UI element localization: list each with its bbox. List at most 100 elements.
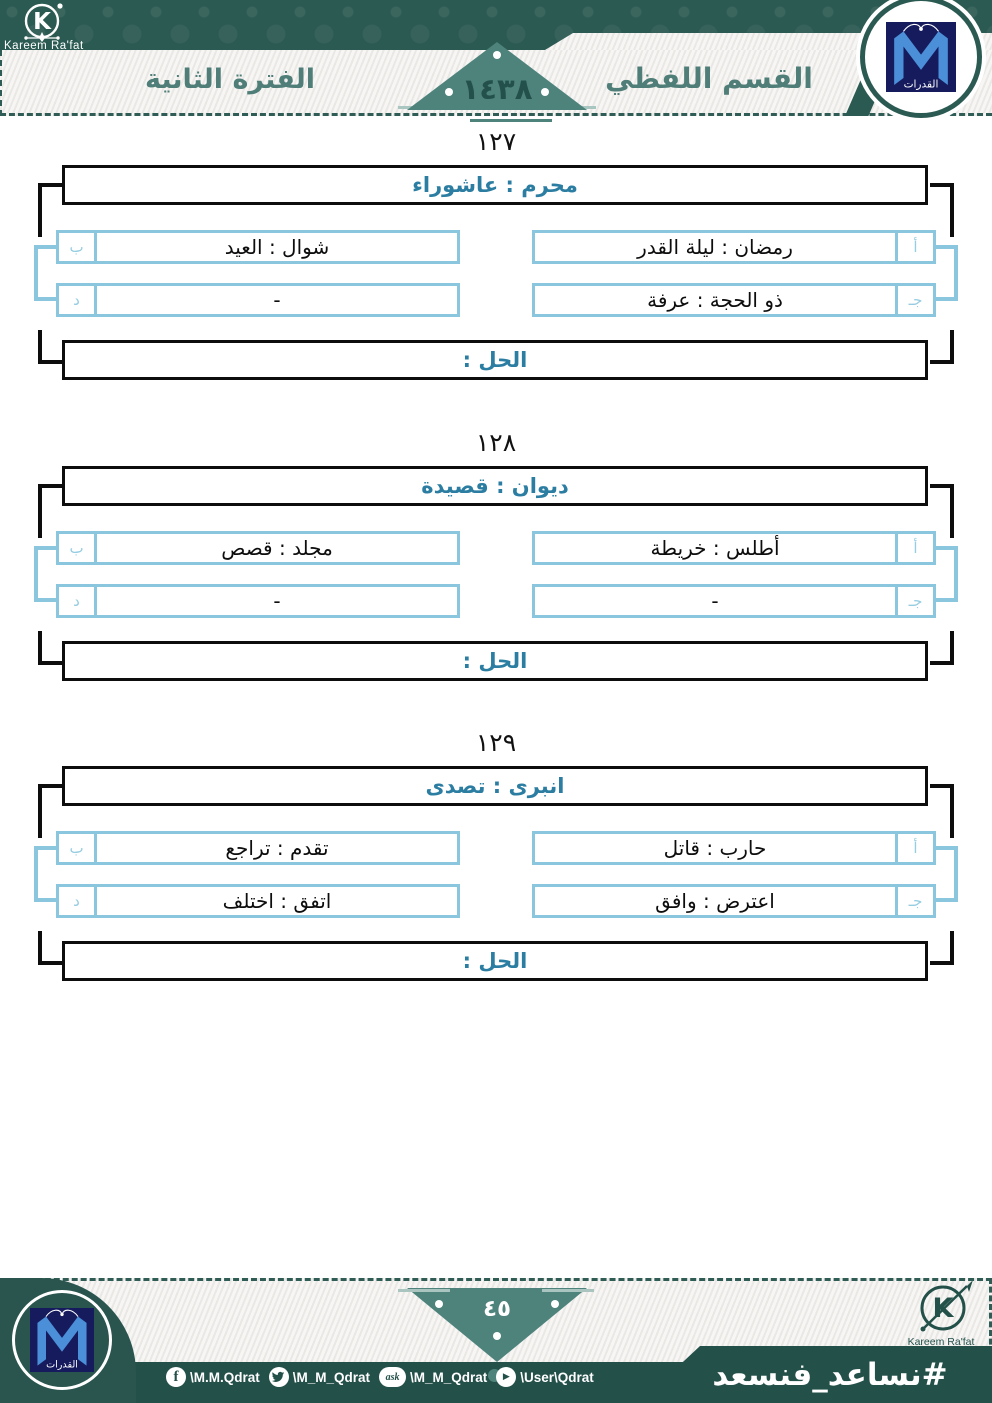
facebook-handle: \M.M.Qdrat: [190, 1369, 260, 1385]
question-block-127: ١٢٧ محرم : عاشوراء رمضان : ليلة القدر أ …: [0, 127, 992, 387]
solution-box[interactable]: الحل :: [62, 641, 928, 681]
brand-name: Kareem Ra'fat: [4, 40, 84, 52]
option-d[interactable]: د -: [56, 584, 460, 618]
option-d[interactable]: د اتفق : اختلف: [56, 884, 460, 918]
logo-caption: القدرات: [904, 78, 939, 90]
options-bracket-left: [34, 846, 56, 902]
options-bracket-right: [936, 546, 958, 602]
question-title-box: ديوان : قصيدة: [62, 466, 928, 506]
options-bracket-left: [34, 245, 56, 301]
connector-line: [38, 330, 62, 364]
option-b-text: مجلد : قصص: [221, 536, 333, 560]
solution-box[interactable]: الحل :: [62, 340, 928, 380]
option-c-text: ذو الحجة : عرفة: [647, 288, 783, 312]
youtube-icon: ▶: [496, 1367, 517, 1387]
option-b-letter: ب: [59, 233, 97, 261]
connector-line: [930, 931, 954, 965]
connector-line: [930, 330, 954, 364]
option-d-text: -: [273, 589, 281, 613]
triangle-dot: [445, 88, 453, 96]
question-title: ديوان : قصيدة: [421, 474, 569, 498]
option-a-text: رمضان : ليلة القدر: [637, 235, 793, 259]
option-b[interactable]: ب تقدم : تراجع: [56, 831, 460, 865]
facebook-icon: f: [166, 1367, 186, 1387]
book-m-icon: القدرات: [30, 1308, 94, 1372]
ask-link[interactable]: ask \M_M_Qdrat: [379, 1367, 487, 1387]
triangle-dot: [551, 1300, 559, 1308]
social-links: f \M.M.Qdrat \M_M_Qdrat ask \M_M_Qdrat ▶…: [166, 1367, 594, 1387]
question-title: انبرى : تصدى: [425, 774, 565, 798]
page-number: ٤٥: [482, 1296, 512, 1322]
option-a-letter: أ: [895, 834, 933, 862]
question-title-box: محرم : عاشوراء: [62, 165, 928, 205]
connector-line: [38, 631, 62, 665]
option-c-text: اعترض : وافق: [655, 889, 775, 913]
option-a-text: حارب : قاتل: [663, 836, 767, 860]
logo-caption: القدرات: [46, 1360, 78, 1371]
triangle-underline: [470, 119, 552, 122]
ask-icon: ask: [379, 1367, 407, 1387]
triangle-dot: [541, 88, 549, 96]
option-a-text: أطلس : خريطة: [650, 536, 780, 560]
solution-label: الحل :: [462, 348, 528, 372]
solution-label: الحل :: [462, 949, 528, 973]
connector-line: [38, 484, 62, 538]
option-d-text: اتفق : اختلف: [222, 889, 332, 913]
qudrat-logo: القدرات: [860, 0, 982, 118]
connector-line: [930, 183, 954, 237]
option-c[interactable]: ذو الحجة : عرفة جـ: [532, 283, 936, 317]
book-m-icon: القدرات: [886, 22, 956, 92]
option-d-letter: د: [59, 887, 97, 915]
connector-line: [930, 484, 954, 538]
option-c-letter: جـ: [895, 887, 933, 915]
triangle-dot: [493, 1332, 501, 1340]
option-b-letter: ب: [59, 534, 97, 562]
option-d[interactable]: د -: [56, 283, 460, 317]
option-b[interactable]: ب شوال : العيد: [56, 230, 460, 264]
youtube-link[interactable]: ▶ \User\Qdrat: [496, 1367, 594, 1387]
option-b-letter: ب: [59, 834, 97, 862]
connector-line: [38, 784, 62, 838]
question-number: ١٢٩: [475, 728, 517, 757]
question-block-128: ١٢٨ ديوان : قصيدة أطلس : خريطة أ ب مجلد …: [0, 428, 992, 688]
connector-line: [930, 631, 954, 665]
ask-handle: \M_M_Qdrat: [410, 1369, 488, 1385]
option-b[interactable]: ب مجلد : قصص: [56, 531, 460, 565]
kareem-logo-icon: K: [24, 3, 63, 42]
triangle-side-line: [398, 1289, 450, 1292]
twitter-link[interactable]: \M_M_Qdrat: [268, 1367, 371, 1387]
options-bracket-left: [34, 546, 56, 602]
connector-line: [38, 931, 62, 965]
youtube-handle: \User\Qdrat: [520, 1369, 594, 1385]
option-c-letter: جـ: [895, 286, 933, 314]
question-number: ١٢٨: [475, 428, 517, 457]
question-block-129: ١٢٩ انبرى : تصدى حارب : قاتل أ ب تقدم : …: [0, 728, 992, 988]
connector-line: [38, 183, 62, 237]
solution-label: الحل :: [462, 649, 528, 673]
qudrat-logo-footer: القدرات: [12, 1290, 112, 1390]
period-title: الفترة الثانية: [144, 64, 316, 95]
twitter-handle: \M_M_Qdrat: [292, 1369, 371, 1385]
question-title-box: انبرى : تصدى: [62, 766, 928, 806]
option-a[interactable]: حارب : قاتل أ: [532, 831, 936, 865]
kareem-logo-footer-icon: K: [920, 1281, 973, 1332]
option-a[interactable]: رمضان : ليلة القدر أ: [532, 230, 936, 264]
option-d-letter: د: [59, 587, 97, 615]
triangle-dot: [493, 51, 501, 59]
option-c[interactable]: اعترض : وافق جـ: [532, 884, 936, 918]
options-bracket-right: [936, 846, 958, 902]
option-d-letter: د: [59, 286, 97, 314]
section-title: القسم اللفظي: [605, 62, 813, 95]
header-band: [0, 0, 992, 50]
question-title: محرم : عاشوراء: [412, 173, 578, 197]
twitter-icon: [268, 1367, 289, 1387]
facebook-link[interactable]: f \M.M.Qdrat: [166, 1367, 260, 1387]
option-a[interactable]: أطلس : خريطة أ: [532, 531, 936, 565]
triangle-side-line: [542, 1289, 594, 1292]
hashtag-panel: #نساعد_فنسعد: [650, 1346, 992, 1403]
option-c-text: -: [711, 589, 719, 613]
option-d-text: -: [273, 288, 281, 312]
solution-box[interactable]: الحل :: [62, 941, 928, 981]
option-c[interactable]: - جـ: [532, 584, 936, 618]
